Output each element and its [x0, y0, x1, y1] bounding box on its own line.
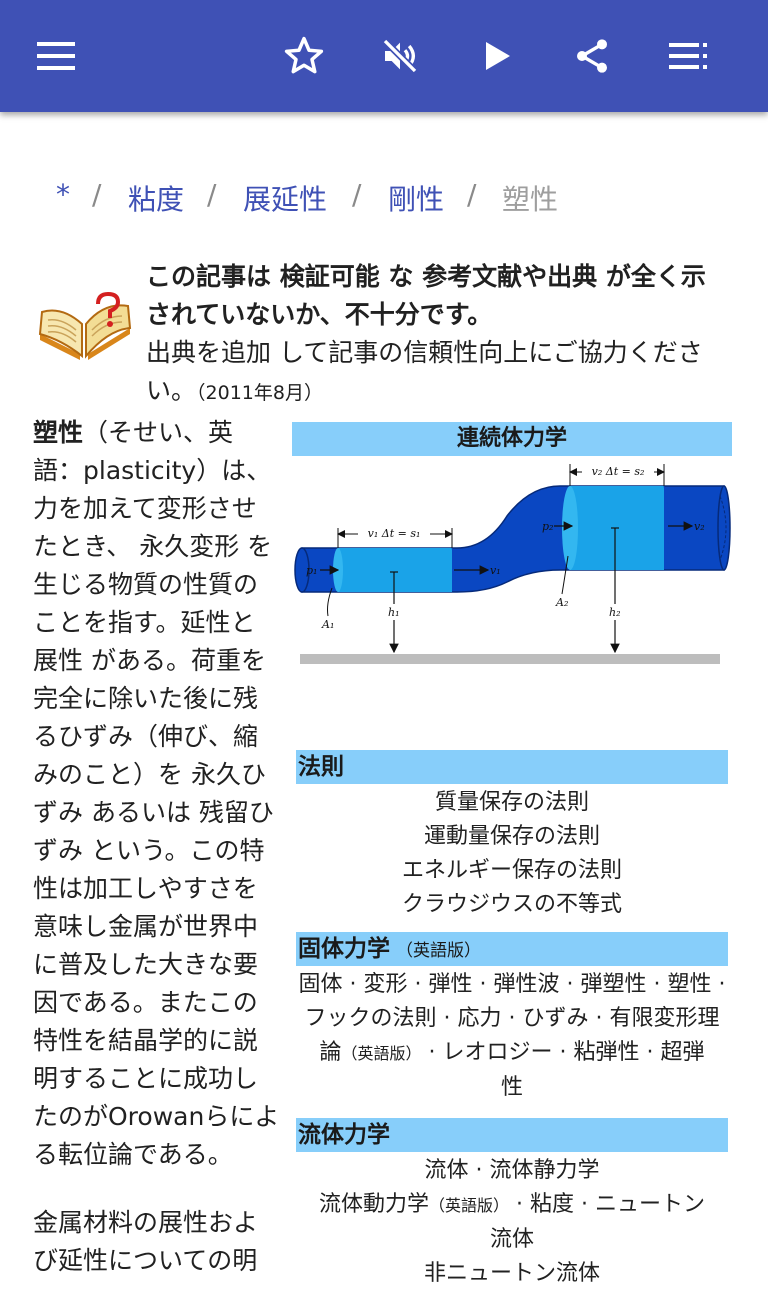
menu-button[interactable]	[28, 28, 84, 84]
app-bar	[0, 0, 768, 112]
label-a1: A₁	[321, 618, 334, 631]
notice-date: （2011年8月）	[196, 382, 323, 404]
article-line: ずみ あるいは 残留ひ	[33, 798, 274, 827]
breadcrumb-separator: /	[207, 178, 217, 211]
menu-icon	[37, 42, 75, 70]
play-button[interactable]	[470, 28, 526, 84]
solid-links-line[interactable]: 性	[500, 1075, 523, 1100]
article-line: 因である。またこの	[33, 988, 258, 1017]
article-paragraph: 塑性（そせい、英 語：plasticity）は、 力を加えて変形させ たとき、 …	[33, 414, 283, 1174]
link-text: · 粘度 · ニュートン	[509, 1192, 705, 1217]
link-clausius-inequality[interactable]: クラウジウスの不等式	[401, 892, 622, 917]
section-title-laws: 法則	[296, 750, 728, 784]
article-body: 塑性（そせい、英 語：plasticity）は、 力を加えて変形させ たとき、 …	[33, 414, 283, 1310]
article-line: （そせい、英	[83, 418, 234, 447]
citation-notice: この記事は 検証可能 な 参考文献や出典 が全く示 されていないか、不十分です。…	[36, 258, 736, 408]
label-v2: v₂	[694, 520, 705, 533]
breadcrumb-home[interactable]: *	[56, 178, 70, 211]
section-title-fluid[interactable]: 流体力学	[296, 1118, 728, 1152]
breadcrumb-separator: /	[92, 178, 102, 211]
label-s1: v₁ Δt = s₁	[368, 527, 421, 540]
mute-icon	[382, 38, 418, 74]
article-line: 明することに成功し	[33, 1064, 259, 1093]
breadcrumb-item-rigidity[interactable]: 剛性	[388, 183, 445, 216]
infobox: 連続体力学	[292, 422, 732, 456]
label-p1: p₁	[306, 564, 317, 577]
label-p2: p₂	[542, 520, 553, 533]
article-line: 生じる物質の性質の	[33, 570, 259, 599]
solid-links-line[interactable]: 論（英語版） · レオロジー · 粘弾性 · 超弾	[296, 1036, 728, 1071]
infobox-section-solid-mechanics: 固体力学 （英語版） 固体 · 変形 · 弾性 · 弾性波 · 弾塑性 · 塑性 …	[296, 932, 728, 1105]
bookmark-button[interactable]	[276, 28, 332, 84]
article-line: に普及した大きな要	[33, 950, 259, 979]
label-s2: v₂ Δt = s₂	[592, 465, 645, 478]
article-line: 力を加えて変形させ	[33, 494, 257, 523]
article-line: 特性を結晶学的に説	[33, 1026, 259, 1055]
breadcrumb-separator: /	[352, 178, 362, 211]
article-line: るひずみ（伸び、縮	[33, 722, 259, 751]
breadcrumb-separator: /	[467, 178, 477, 211]
link-momentum-conservation[interactable]: 運動量保存の法則	[423, 824, 600, 849]
article-line: ずみ という。この特	[33, 836, 265, 865]
fluid-links-line[interactable]: 流体	[489, 1227, 534, 1252]
star-icon	[284, 36, 324, 74]
label-v1: v₁	[490, 564, 501, 577]
breadcrumb-current: 塑性	[502, 183, 559, 216]
section-title-solid-text: 固体力学	[298, 936, 390, 962]
article-line: 金属材料の展性およ	[33, 1208, 259, 1237]
link-text: · レオロジー · 粘弾性 · 超弾	[421, 1040, 705, 1065]
mute-button[interactable]	[372, 28, 428, 84]
label-h1: h₁	[388, 606, 400, 619]
ground-line	[300, 654, 720, 664]
article-line: 完全に除いた後に残	[33, 684, 259, 713]
solid-links-line[interactable]: フックの法則 · 応力 · ひずみ · 有限変形理	[304, 1006, 720, 1031]
article-paragraph: 金属材料の展性およ び延性についての明	[33, 1204, 283, 1280]
notice-body-line1: 出典を追加 して記事の信頼性向上にご協力くださ	[146, 338, 703, 367]
english-version-link[interactable]: （英語版）	[396, 941, 481, 961]
fluid-parcel-1	[338, 548, 452, 592]
notice-body-line2: い。（2011年8月）	[146, 372, 736, 412]
toc-icon	[669, 43, 707, 69]
article-line: みのこと）を 永久ひ	[33, 760, 266, 789]
link-text: 流体動力学	[319, 1192, 430, 1217]
notice-heading-line1: この記事は 検証可能 な 参考文献や出典 が全く示	[146, 262, 706, 291]
article-line: 意味し金属が世界中	[33, 912, 259, 941]
play-icon	[486, 42, 510, 70]
book-question-icon	[38, 291, 132, 360]
link-energy-conservation[interactable]: エネルギー保存の法則	[401, 858, 622, 883]
breadcrumb-item-malleability[interactable]: 展延性	[243, 183, 328, 216]
article-line: たとき、 永久変形 を	[33, 532, 273, 561]
article-term: 塑性	[33, 418, 84, 447]
fluid-links-line[interactable]: 流体動力学（英語版） · 粘度 · ニュートン	[296, 1188, 728, 1223]
article-line: たのがOrowanらによ	[33, 1102, 280, 1131]
article-line: 語：plasticity）は、	[33, 456, 272, 485]
fluid-links-line[interactable]: 非ニュートン流体	[423, 1261, 600, 1286]
breadcrumb-item-viscosity[interactable]: 粘度	[128, 183, 185, 216]
article-line: る転位論である。	[33, 1140, 233, 1169]
link-mass-conservation[interactable]: 質量保存の法則	[434, 790, 589, 815]
notice-body-end: い。	[146, 376, 197, 405]
article-line: び延性についての明	[33, 1246, 258, 1275]
solid-links-line[interactable]: 固体 · 変形 · 弾性 · 弾性波 · 弾塑性 · 塑性 ·	[298, 972, 726, 997]
infobox-section-fluid-mechanics: 流体力学 流体 · 流体静力学 流体動力学（英語版） · 粘度 · ニュートン …	[296, 1118, 728, 1291]
contents-button[interactable]	[660, 28, 716, 84]
english-version-link[interactable]: （英語版）	[429, 1196, 510, 1215]
share-icon	[577, 39, 607, 73]
infobox-title[interactable]: 連続体力学	[292, 422, 732, 456]
notice-heading-line2: されていないか、不十分です。	[146, 300, 493, 329]
share-button[interactable]	[564, 28, 620, 84]
bernoulli-pipe-diagram: v₁ Δt = s₁ v₂ Δt = s₂ p₁ v₁ p₂ v₂ A₁ A₂ …	[294, 464, 731, 664]
breadcrumb: * / 粘度 / 展延性 / 剛性 / 塑性	[0, 172, 768, 224]
label-h2: h₂	[609, 606, 621, 619]
english-version-link[interactable]: （英語版）	[341, 1044, 422, 1063]
article-line: ことを指す。延性と	[33, 608, 256, 637]
infobox-section-laws: 法則 質量保存の法則 運動量保存の法則 エネルギー保存の法則 クラウジウスの不等…	[296, 750, 728, 922]
article-line: 性は加工しやすさを	[33, 874, 258, 903]
section-title-solid[interactable]: 固体力学 （英語版）	[296, 932, 728, 966]
fluid-links-line[interactable]: 流体 · 流体静力学	[424, 1158, 600, 1183]
article-line: 展性 がある。荷重を	[33, 646, 266, 675]
label-a2: A₂	[555, 596, 568, 609]
link-text: 論	[319, 1040, 342, 1065]
